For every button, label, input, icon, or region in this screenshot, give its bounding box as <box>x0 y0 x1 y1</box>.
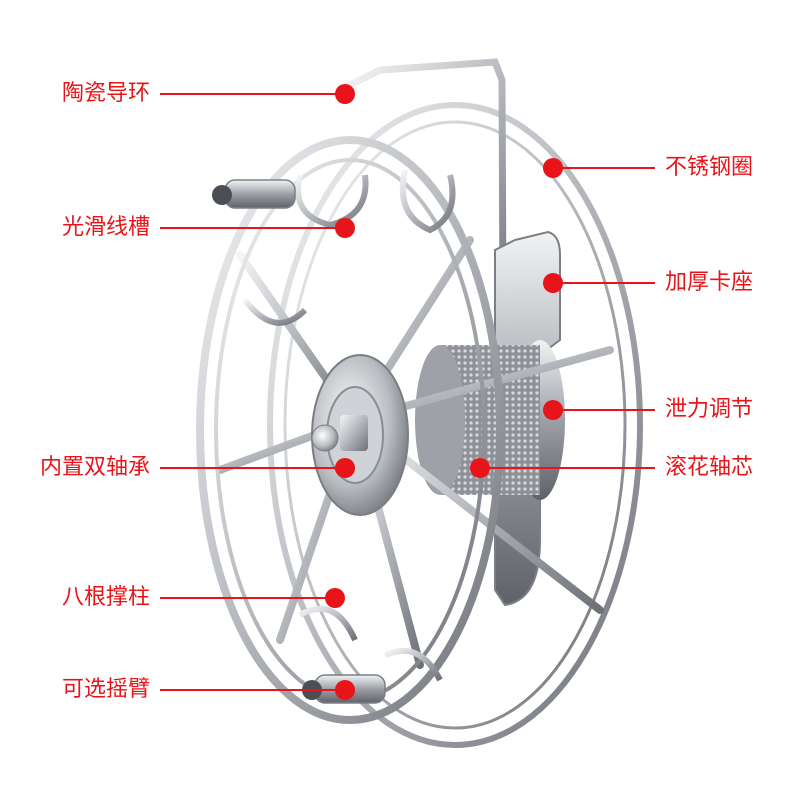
callout-knurled-spindle: 滚花轴芯 <box>665 455 754 480</box>
callout-dual-internal-bearings: 内置双轴承 <box>39 455 150 480</box>
callout-ceramic-guide-ring: 陶瓷导环 <box>61 81 150 106</box>
hub-bearing <box>311 354 409 516</box>
callout-smooth-line-groove: 光滑线槽 <box>61 215 150 240</box>
callout-markers <box>160 84 655 700</box>
callout-stainless-steel-rim: 不锈钢圈 <box>665 155 754 180</box>
callout-eight-support-posts: 八根撑柱 <box>61 585 150 610</box>
callout-thickened-clamp-seat: 加厚卡座 <box>665 270 754 295</box>
line-groove-loops <box>242 169 456 682</box>
callout-optional-crank-arm: 可选摇臂 <box>61 677 150 702</box>
callout-drag-adjustment: 泄力调节 <box>665 397 754 422</box>
knurled-spindle <box>415 340 565 500</box>
back-rim <box>267 102 643 748</box>
